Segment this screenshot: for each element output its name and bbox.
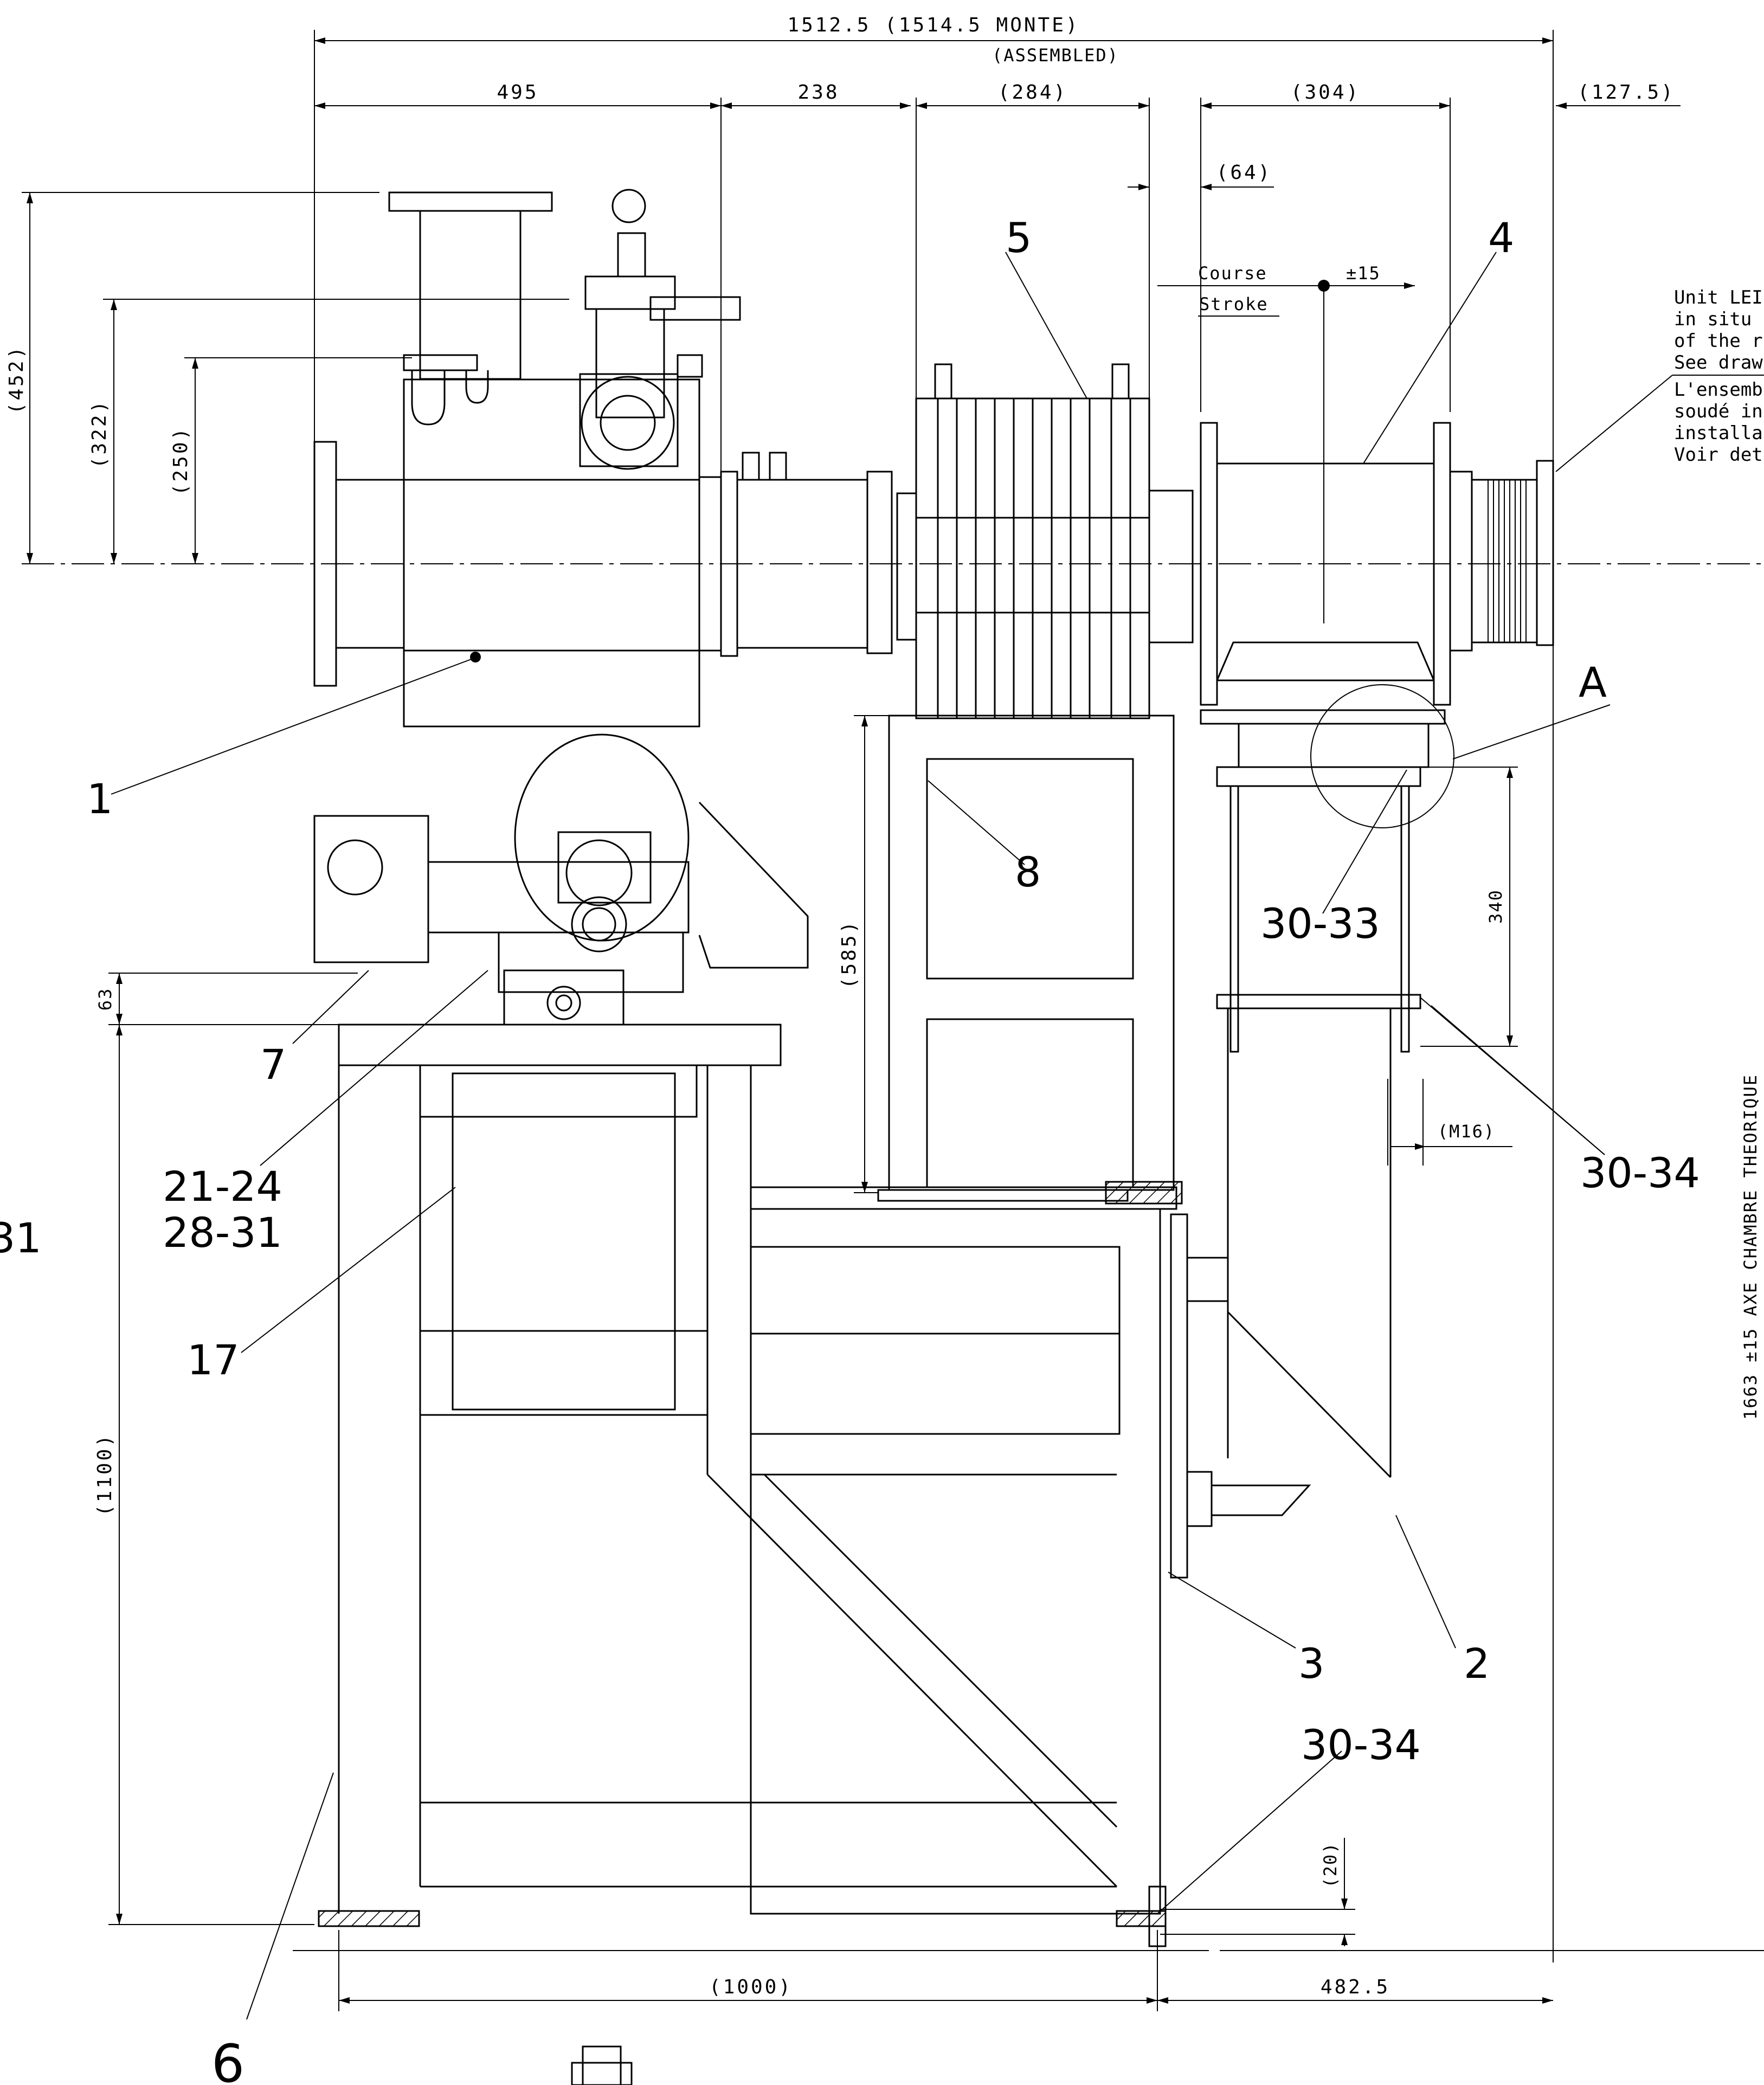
bellows-stack [896,363,1194,719]
item-3-label: 3 [1298,1639,1324,1688]
dim-64: (64) [1216,162,1272,184]
item-5-label: 5 [1006,214,1032,262]
unit-note: Unit LEI in situ of the r See draw L'ens… [1555,287,1764,472]
dim-284: (284) [998,81,1067,104]
item-6-label: 6 [211,2033,244,2085]
main-stand [318,1024,1177,1947]
note-line: soudé in [1674,401,1763,422]
item-4-label: 4 [1488,214,1514,262]
item-28-31-label: 28-31 [163,1208,282,1257]
item-30-34-bottom-label: 30-34 [1301,1721,1421,1769]
actuator-unit [1200,422,1554,828]
dim-452: (452) [5,345,28,414]
side-support [1170,766,1421,1579]
dim-250: (250) [170,426,192,495]
dim-495: 495 [497,81,538,104]
dim-238: 238 [797,81,839,104]
note-line: See draw [1674,352,1763,374]
item-2-label: 2 [1464,1639,1490,1688]
note-line: installa [1674,422,1763,444]
item-8-label: 8 [1015,848,1041,896]
note-line: of the r [1674,330,1763,352]
item-7-label: 7 [260,1040,286,1089]
note-line: in situ [1674,308,1752,330]
item-30-33-label: 30-33 [1260,899,1380,948]
dim-304: (304) [1291,81,1360,104]
dimension-texts: 1512.5 (1514.5 MONTE) (ASSEMBLED) 495 23… [5,14,1761,1998]
item-labels: 1 5 4 A 8 30-33 30-34 7 21-24 28-31 31 1… [0,214,1700,2085]
dim-585: (585) [838,919,860,989]
note-line: Voir det [1674,444,1763,466]
dim-1000: (1000) [709,1976,793,1998]
stroke-tolerance: ±15 [1346,263,1381,284]
stroke-label: Stroke [1199,294,1269,314]
dim-1100: (1100) [94,1433,116,1516]
dimension-lines [22,30,1764,2011]
dim-20: (20) [1320,1842,1341,1888]
base-mount [313,733,809,1026]
course-label: Course [1198,263,1267,284]
dim-482: 482.5 [1321,1976,1390,1998]
note-line: L'ensemb [1674,379,1763,401]
item-31-edge-label: 31 [0,1214,42,1262]
dim-overall: 1512.5 (1514.5 MONTE) [787,14,1079,36]
dim-322: (322) [88,399,111,468]
axis-label: 1663 ±15 AXE CHAMBRE THEORIQUE [1740,1074,1761,1420]
dim-m16: (M16) [1438,1121,1495,1142]
dim-assembled: (ASSEMBLED) [992,45,1119,66]
item-17-label: 17 [187,1336,240,1384]
item-21-24-label: 21-24 [163,1162,282,1211]
item-1-label: 1 [87,775,113,823]
dim-340: 340 [1485,889,1506,924]
dim-127: (127.5) [1578,81,1675,104]
support-frame [877,715,1183,1205]
item-30-34-label: 30-34 [1580,1149,1700,1197]
bellows-coil [1471,479,1538,643]
gas-bottle [571,2045,633,2085]
detail-a-label: A [1579,658,1607,706]
vacuum-chamber [313,189,893,728]
dim-63: 63 [95,988,115,1011]
note-line: Unit LEI [1674,287,1763,308]
leader-lines [111,252,1611,2020]
